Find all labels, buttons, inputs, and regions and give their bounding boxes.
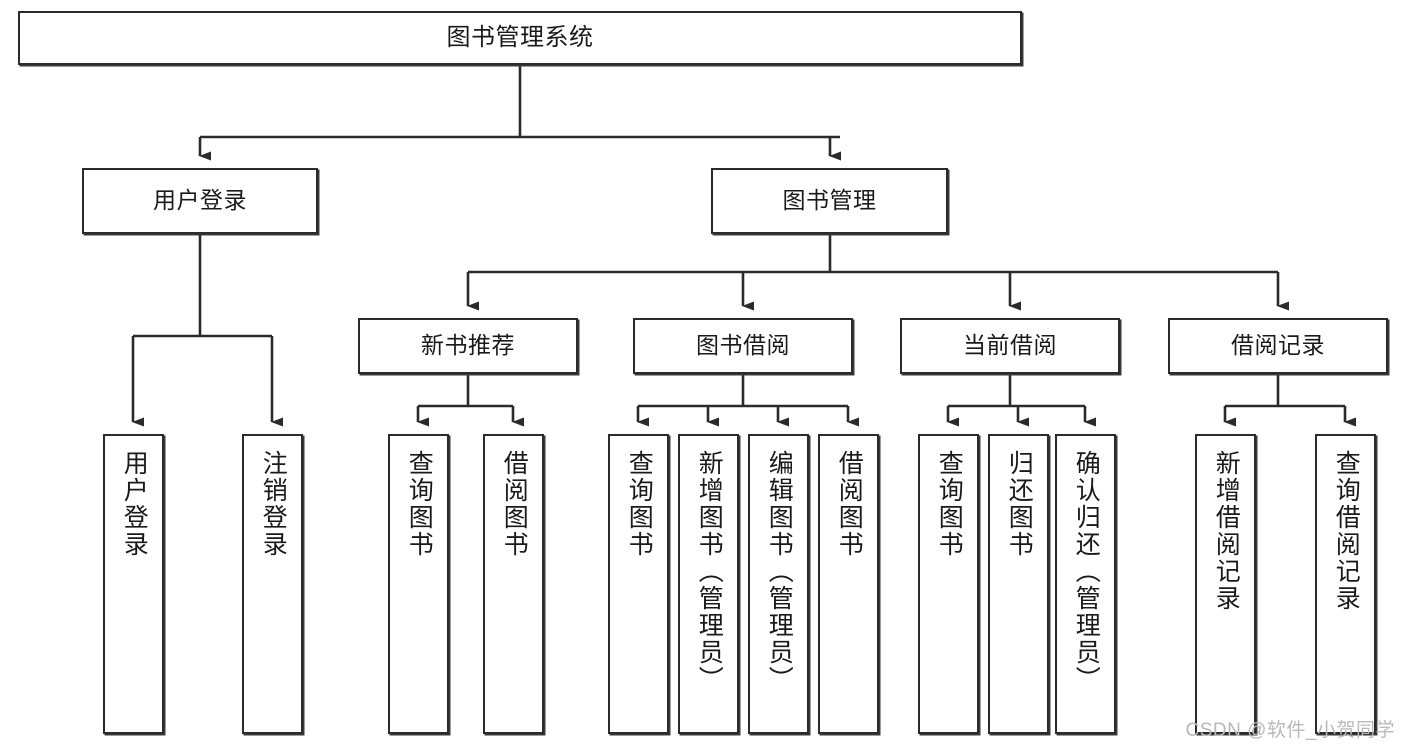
node-leaf-query-record-label: 查询借阅记录 [1332,450,1361,612]
node-leaf-return-book-label: 归还图书 [1005,450,1034,558]
node-leaf-query-book-2-label: 查询图书 [625,450,654,558]
node-leaf-borrow-book-2[interactable]: 借阅图书 [818,434,879,734]
node-book-manage[interactable]: 图书管理 [711,168,948,234]
node-user-login[interactable]: 用户登录 [82,168,318,234]
node-leaf-query-book-2[interactable]: 查询图书 [608,434,669,734]
node-leaf-confirm-return[interactable]: 确认归还（管理员） [1055,434,1116,734]
node-leaf-edit-book-label: 编辑图书（管理员） [765,450,794,693]
node-leaf-logout-login[interactable]: 注销登录 [242,434,303,734]
node-leaf-query-book-1[interactable]: 查询图书 [388,434,449,734]
node-leaf-add-record-label: 新增借阅记录 [1212,450,1241,612]
node-leaf-confirm-return-label: 确认归还（管理员） [1072,450,1101,693]
node-new-book-recommend-label: 新书推荐 [421,332,515,359]
node-leaf-query-book-1-label: 查询图书 [405,450,434,558]
node-new-book-recommend[interactable]: 新书推荐 [358,318,578,374]
node-root[interactable]: 图书管理系统 [18,11,1022,65]
node-leaf-add-record[interactable]: 新增借阅记录 [1195,434,1256,734]
node-borrow-record[interactable]: 借阅记录 [1168,318,1388,374]
node-leaf-query-book-3[interactable]: 查询图书 [918,434,979,734]
node-leaf-borrow-book-1[interactable]: 借阅图书 [483,434,544,734]
watermark-text: CSDN @软件_小贺同学 [1185,720,1395,741]
node-current-borrow[interactable]: 当前借阅 [900,318,1120,374]
node-root-label: 图书管理系统 [446,23,594,51]
node-leaf-return-book[interactable]: 归还图书 [988,434,1049,734]
node-leaf-user-login-label: 用户登录 [120,450,149,558]
node-book-borrow-label: 图书借阅 [696,332,790,359]
node-current-borrow-label: 当前借阅 [963,332,1057,359]
node-borrow-record-label: 借阅记录 [1231,332,1325,359]
node-leaf-edit-book[interactable]: 编辑图书（管理员） [748,434,809,734]
node-book-borrow[interactable]: 图书借阅 [633,318,853,374]
node-leaf-add-book-label: 新增图书（管理员） [695,450,724,693]
node-leaf-query-record[interactable]: 查询借阅记录 [1315,434,1376,734]
node-leaf-user-login[interactable]: 用户登录 [103,434,164,734]
node-leaf-logout-login-label: 注销登录 [259,450,288,558]
node-leaf-query-book-3-label: 查询图书 [935,450,964,558]
node-user-login-label: 用户登录 [153,187,247,214]
node-book-manage-label: 图书管理 [782,187,877,214]
node-leaf-borrow-book-1-label: 借阅图书 [500,450,529,558]
node-leaf-add-book[interactable]: 新增图书（管理员） [678,434,739,734]
node-leaf-borrow-book-2-label: 借阅图书 [835,450,864,558]
